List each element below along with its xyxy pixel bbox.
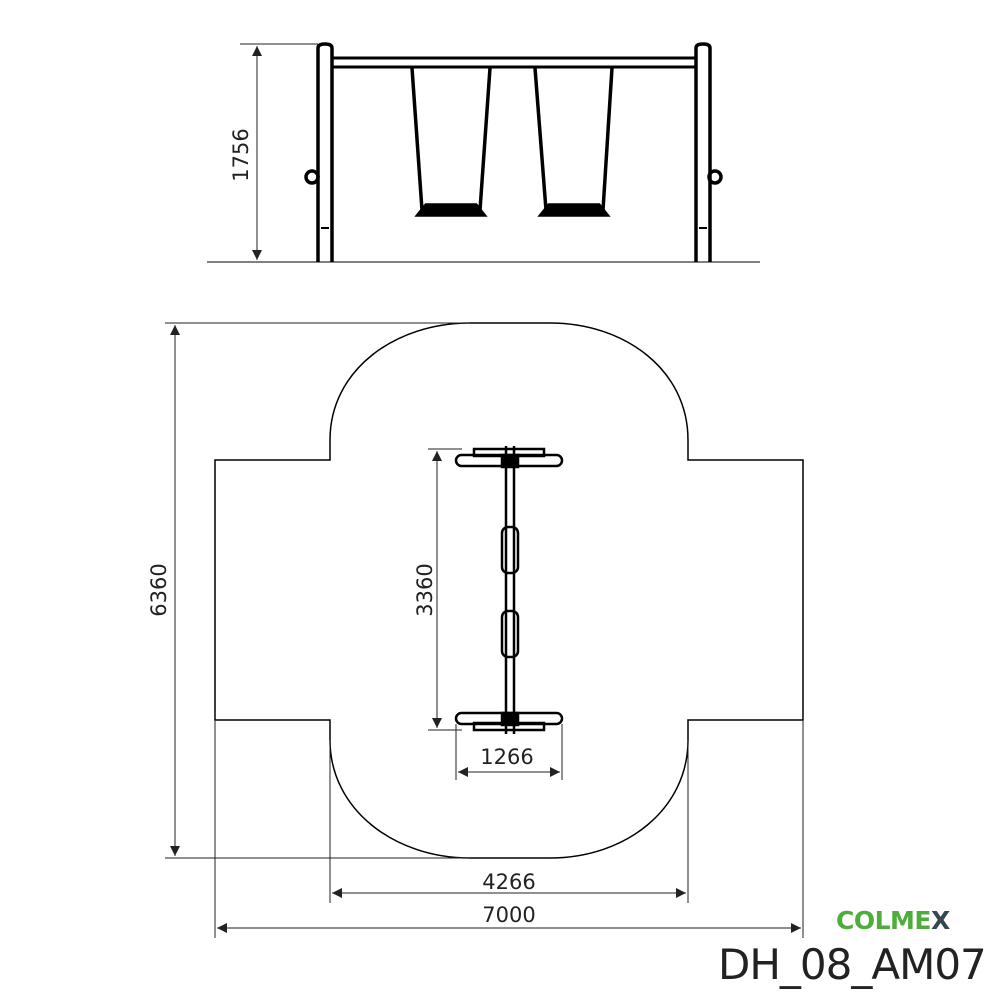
brand-logo-main: COLME bbox=[836, 906, 932, 935]
swing-plan-view bbox=[454, 446, 564, 734]
top-beam bbox=[332, 56, 696, 69]
dimension-height bbox=[240, 43, 318, 260]
dimension-height-label: 1756 bbox=[229, 128, 253, 181]
drawing-code: DH_08_AM07 bbox=[718, 940, 987, 989]
brand-logo: COLMEX bbox=[836, 906, 950, 935]
brand-logo-accent: X bbox=[931, 906, 950, 935]
left-post bbox=[304, 42, 334, 262]
elevation-view bbox=[207, 42, 760, 263]
swing-right bbox=[533, 67, 614, 217]
right-post bbox=[694, 42, 723, 262]
dimension-total-width-label: 7000 bbox=[482, 903, 535, 927]
dimension-frame-label: 3360 bbox=[413, 563, 437, 616]
dimension-depth-label: 6360 bbox=[147, 563, 171, 616]
safety-area-outline bbox=[214, 322, 804, 859]
plan-dimensions bbox=[165, 322, 804, 938]
swing-left bbox=[410, 67, 492, 217]
dimension-seat-width-label: 1266 bbox=[480, 745, 533, 769]
dimension-inner-width-label: 4266 bbox=[482, 870, 535, 894]
